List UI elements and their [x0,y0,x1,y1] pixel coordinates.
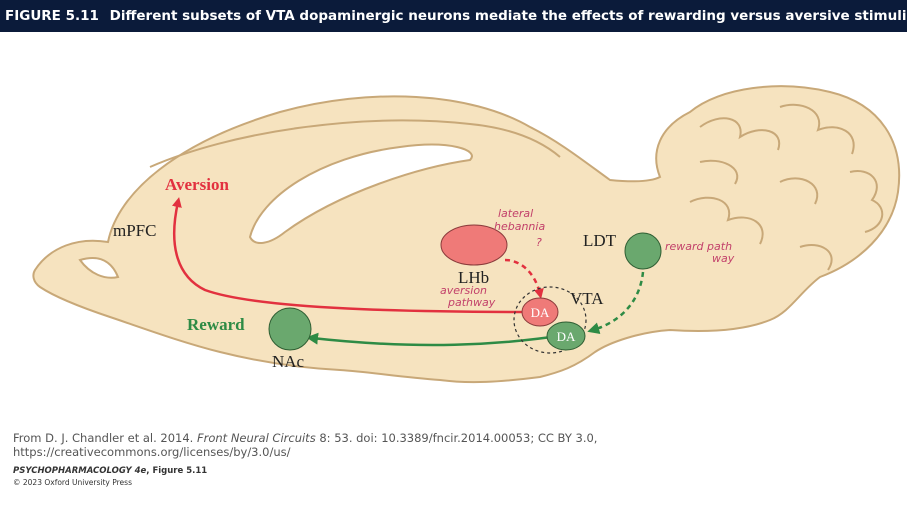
ldt-label: LDT [583,231,617,250]
mpfc-label: mPFC [113,221,156,240]
aversion-label: Aversion [165,175,229,194]
lhb-node [440,224,508,266]
da-top-node [521,297,559,327]
vta-boundary [513,286,587,354]
annotation-aversion-line2: pathway [447,296,496,309]
figure-number: FIGURE 5.11 [5,8,99,24]
credit-prefix: From D. J. Chandler et al. 2014. [13,431,197,445]
nac-label: NAc [272,352,305,371]
nac-node [268,307,312,351]
figure-title-bar: FIGURE 5.11 Different subsets of VTA dop… [0,0,907,32]
ldt-node [624,232,662,270]
book-figure: , Figure 5.11 [146,466,208,476]
brain-diagram: Aversion Reward mPFC NAc LHb LDT VTA DA … [32,85,901,384]
da-bottom-label: DA [557,329,576,344]
book-title: PSYCHOPHARMACOLOGY 4e [13,466,147,476]
aversion-pathway-arrow [172,197,536,314]
credit-license-url: https://creativecommons.org/licenses/by/… [13,445,291,459]
vta-label: VTA [570,289,604,308]
figure-title: Different subsets of VTA dopaminergic ne… [109,8,907,24]
annotation-lateral-line1: lateral [498,207,533,220]
annotation-reward-line1: reward path [665,240,732,253]
annotation-aversion-line1: aversion [440,284,487,297]
figure-credit: From D. J. Chandler et al. 2014. Front N… [13,431,893,459]
reward-pathway-arrow [306,332,566,347]
da-bottom-node [546,321,586,351]
credit-suffix: 8: 53. doi: 10.3389/fncir.2014.00053; CC… [315,431,598,445]
credit-journal: Front Neural Circuits [197,431,316,445]
da-top-label: DA [531,305,550,320]
lateral-ventricle [248,143,473,244]
ldt-to-vta-arrow [587,271,645,335]
lhb-label: LHb [458,268,489,287]
annotation-lateral-q: ? [536,236,542,249]
mpfc-fold [78,257,120,279]
corpus-callosum-fissure [149,119,561,168]
annotation-reward-line2: way [712,252,735,265]
book-copyright: © 2023 Oxford University Press [13,478,132,487]
book-credit: PSYCHOPHARMACOLOGY 4e, Figure 5.11 © 202… [13,466,207,489]
cerebellum-folds [689,103,884,271]
reward-label: Reward [187,315,245,334]
annotation-lateral-line2: hebannia [494,220,545,233]
